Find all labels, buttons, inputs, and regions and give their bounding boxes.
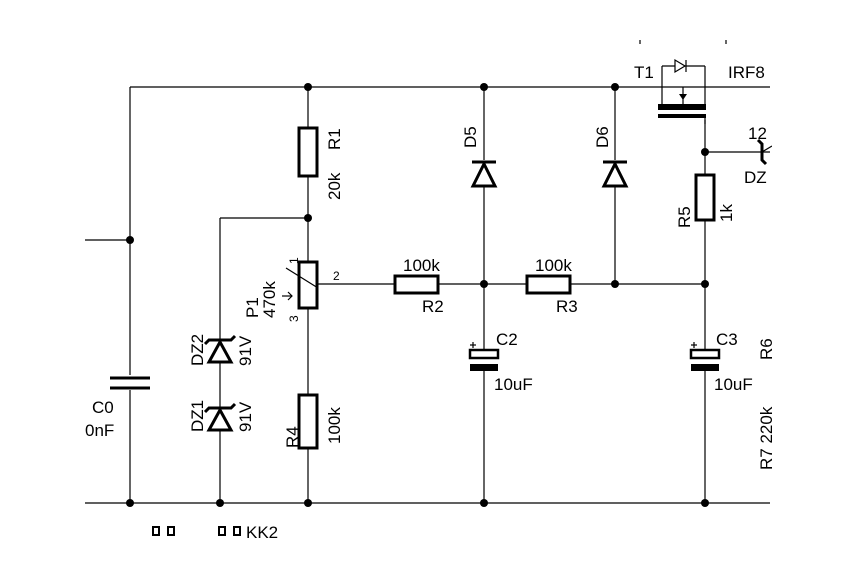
label-dz2: DZ2 bbox=[188, 334, 207, 366]
label-dz1-value: 91V bbox=[236, 401, 255, 432]
capacitor-c3 bbox=[689, 342, 721, 371]
label-c0: C0 bbox=[92, 398, 114, 417]
label-t1: T1 bbox=[634, 63, 654, 82]
crop-mask bbox=[772, 0, 855, 570]
label-irf: IRF8 bbox=[728, 63, 765, 82]
label-r4-value: 100k bbox=[325, 407, 344, 444]
label-c3: C3 bbox=[716, 330, 738, 349]
label-dz1: DZ1 bbox=[188, 400, 207, 432]
capacitor-c0 bbox=[110, 376, 150, 390]
label-r5-value: 1k bbox=[717, 204, 736, 222]
label-r4: R4 bbox=[283, 426, 302, 448]
zener-dz-right bbox=[756, 138, 773, 166]
label-d6: D6 bbox=[593, 126, 612, 148]
label-c0-value: 0nF bbox=[85, 421, 114, 440]
label-r6: R6 bbox=[757, 338, 776, 360]
label-c2-value: 10uF bbox=[494, 375, 533, 394]
junction-dots bbox=[126, 83, 709, 507]
potentiometer-p1 bbox=[282, 260, 319, 310]
diode-d5 bbox=[470, 160, 498, 188]
resistor-r1 bbox=[297, 126, 319, 178]
label-d5: D5 bbox=[461, 126, 480, 148]
label-r3-value: 100k bbox=[535, 256, 572, 275]
label-r5: R5 bbox=[675, 206, 694, 228]
label-p1: P1 bbox=[243, 297, 262, 318]
resistor-r4 bbox=[297, 393, 319, 450]
label-zener-right-value: 12 bbox=[748, 124, 767, 143]
label-r1-value: 20k bbox=[325, 172, 344, 200]
label-c3-value: 10uF bbox=[714, 375, 753, 394]
resistor-r3 bbox=[525, 274, 572, 295]
label-pin2: 2 bbox=[333, 269, 340, 283]
label-r7: R7 220k bbox=[757, 406, 776, 470]
resistor-r5 bbox=[694, 173, 716, 222]
resistor-r2 bbox=[393, 274, 440, 295]
label-dz2-value: 91V bbox=[236, 335, 255, 366]
label-r2-value: 100k bbox=[403, 256, 440, 275]
zener-dz1 bbox=[203, 402, 237, 432]
zener-dz2 bbox=[203, 334, 237, 364]
label-p1-value: 470k bbox=[260, 281, 279, 318]
label-kk2: KK2 bbox=[246, 523, 278, 542]
label-pin1: 1 bbox=[287, 257, 301, 264]
wires bbox=[85, 86, 770, 504]
label-pin3: 3 bbox=[287, 315, 301, 322]
label-r3: R3 bbox=[556, 297, 578, 316]
label-r2: R2 bbox=[422, 297, 444, 316]
capacitor-c2 bbox=[468, 342, 500, 371]
label-c2: C2 bbox=[496, 330, 518, 349]
label-dz-right: DZ bbox=[744, 168, 767, 187]
diode-d6 bbox=[601, 160, 629, 188]
connector-kk2 bbox=[152, 526, 241, 536]
label-r1: R1 bbox=[325, 128, 344, 150]
mosfet-t1 bbox=[639, 40, 727, 124]
